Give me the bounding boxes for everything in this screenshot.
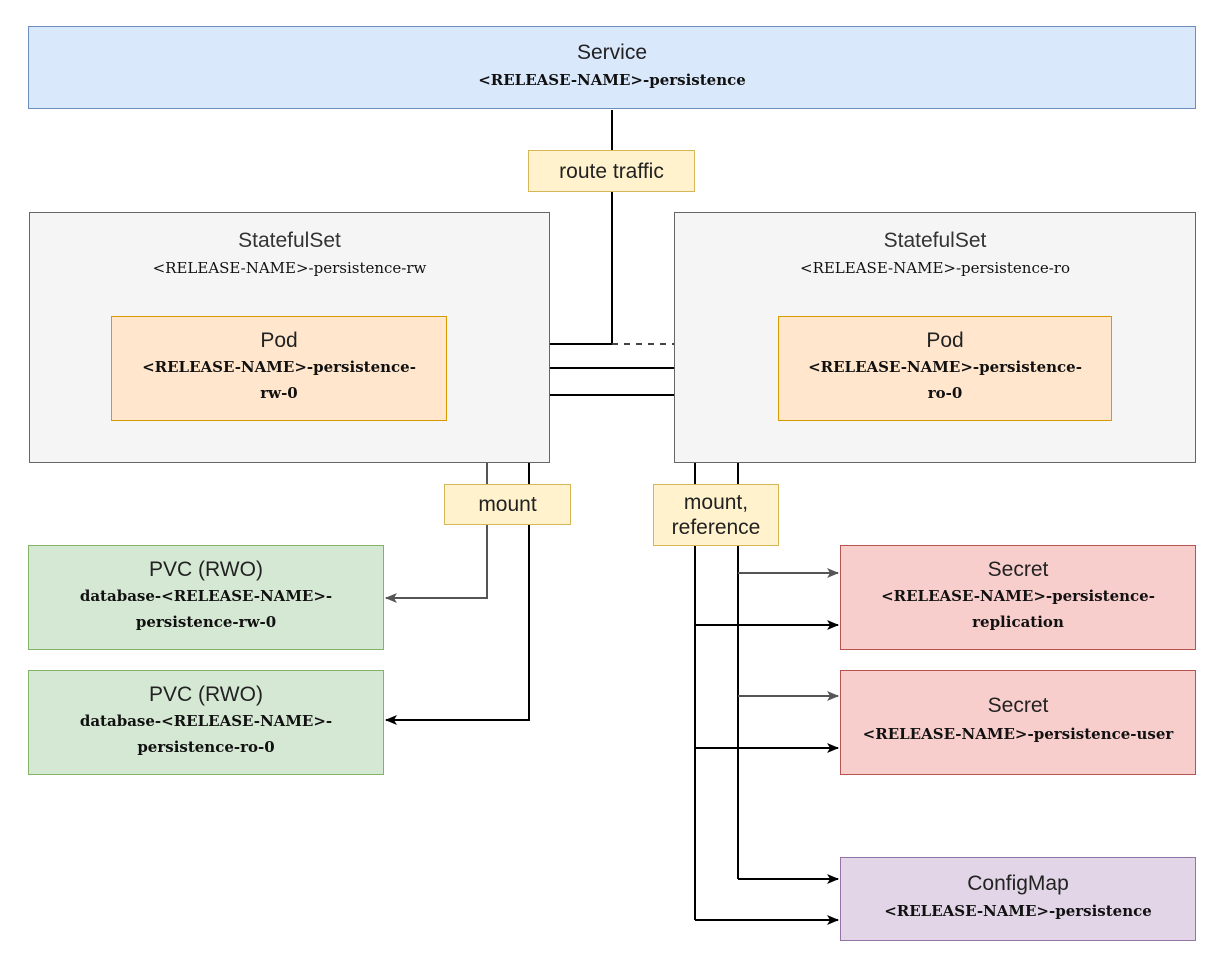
- statefulset-ro-name: <RELEASE-NAME>-persistence-ro: [800, 259, 1070, 277]
- mount-reference-line1: mount,: [683, 491, 749, 514]
- pvc-rw-name-line2: persistence-rw-0: [135, 613, 277, 631]
- pvc-ro-name-line2: persistence-ro-0: [137, 738, 275, 756]
- pod-ro-to-pvc-ro-edge: [385, 394, 778, 725]
- pvc-ro-name-line1: database-<RELEASE-NAME>-: [79, 712, 333, 730]
- pod-rw-name-line2: rw-0: [260, 384, 298, 402]
- service-name: <RELEASE-NAME>-persistence: [478, 71, 746, 89]
- mount-reference-line2: reference: [671, 516, 761, 539]
- pod-ro-name-line1: <RELEASE-NAME>-persistence-: [808, 358, 1082, 376]
- secret-replication-name-line1: <RELEASE-NAME>-persistence-: [881, 587, 1155, 605]
- pod-rw-name-line1: <RELEASE-NAME>-persistence-: [142, 358, 416, 376]
- pvc-rw-kind: PVC (RWO): [149, 558, 263, 581]
- pod-ro-name-line2: ro-0: [927, 384, 963, 402]
- secret-user-kind: Secret: [987, 694, 1049, 717]
- pvc-rw-node[interactable]: PVC (RWO) database-<RELEASE-NAME>- persi…: [28, 545, 384, 650]
- pod-rw-node[interactable]: Pod <RELEASE-NAME>-persistence- rw-0: [111, 316, 447, 421]
- mount-reference-label: mount, reference: [653, 484, 779, 546]
- service-node[interactable]: Service <RELEASE-NAME>-persistence: [28, 26, 1196, 109]
- statefulset-rw-kind: StatefulSet: [238, 229, 341, 252]
- configmap-node[interactable]: ConfigMap <RELEASE-NAME>-persistence: [840, 857, 1196, 941]
- secret-user-name: <RELEASE-NAME>-persistence-user: [862, 725, 1174, 743]
- secret-replication-name-line2: replication: [972, 613, 1064, 631]
- mount-label: mount: [444, 484, 571, 525]
- pod-rw-kind: Pod: [260, 329, 298, 352]
- service-kind: Service: [576, 41, 648, 64]
- configmap-kind: ConfigMap: [967, 872, 1069, 895]
- secret-replication-kind: Secret: [987, 558, 1049, 581]
- pvc-ro-kind: PVC (RWO): [149, 683, 263, 706]
- secret-replication-node[interactable]: Secret <RELEASE-NAME>-persistence- repli…: [840, 545, 1196, 650]
- pvc-ro-node[interactable]: PVC (RWO) database-<RELEASE-NAME>- persi…: [28, 670, 384, 775]
- statefulset-rw-name: <RELEASE-NAME>-persistence-rw: [152, 259, 427, 277]
- statefulset-ro-kind: StatefulSet: [883, 229, 987, 252]
- route-traffic-label: route traffic: [528, 150, 695, 192]
- pod-ro-node[interactable]: Pod <RELEASE-NAME>-persistence- ro-0: [778, 316, 1112, 421]
- pod-ro-kind: Pod: [926, 329, 964, 352]
- secret-user-node[interactable]: Secret <RELEASE-NAME>-persistence-user: [840, 670, 1196, 775]
- configmap-name: <RELEASE-NAME>-persistence: [884, 902, 1152, 920]
- pvc-rw-name-line1: database-<RELEASE-NAME>-: [79, 587, 333, 605]
